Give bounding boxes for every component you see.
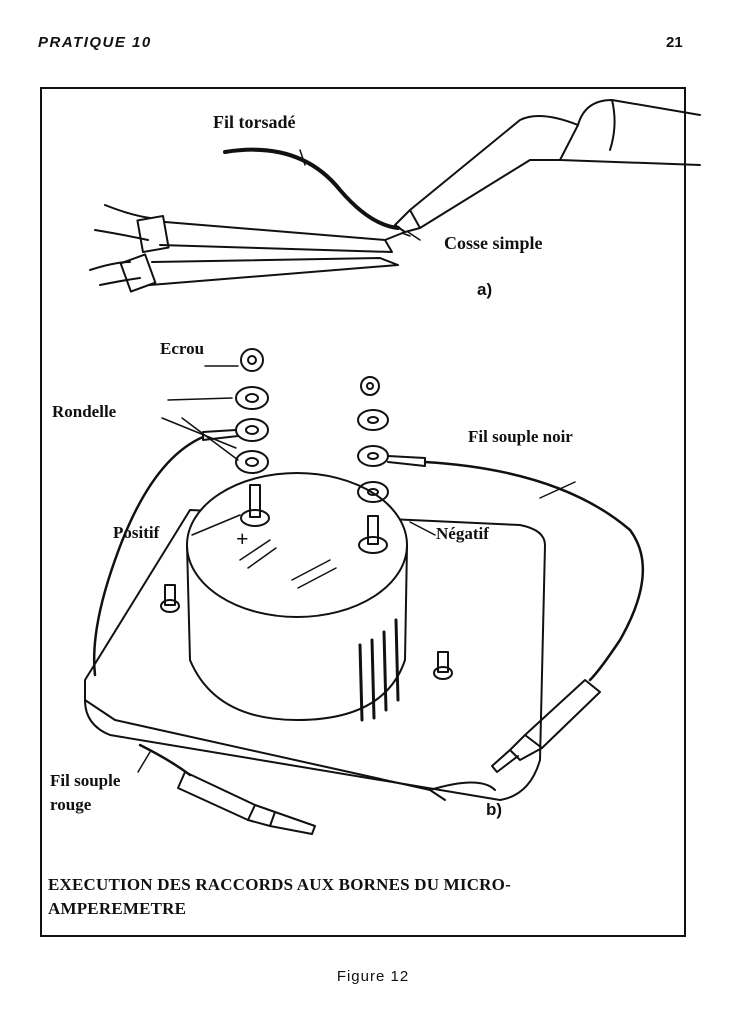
label-positive: Positif <box>113 523 160 542</box>
label-red-wire-line2: rouge <box>50 795 92 814</box>
left-hardware-stack <box>202 348 269 474</box>
page-number: 21 <box>666 34 683 51</box>
meter-body-drawing <box>186 472 408 722</box>
label-washer: Rondelle <box>52 402 117 421</box>
label-nut: Ecrou <box>160 339 205 358</box>
soldering-iron-drawing <box>394 99 701 233</box>
figure-caption: Figure 12 <box>336 968 410 985</box>
part-a-label: a) <box>477 280 493 299</box>
meter-base-drawing <box>84 509 546 801</box>
banana-plug-red <box>177 771 316 835</box>
banana-plug-black <box>491 679 601 773</box>
label-negative: Négatif <box>436 524 489 543</box>
twisted-wire-drawing <box>223 147 400 230</box>
leader-lines <box>137 365 576 773</box>
section-header: PRATIQUE 10 <box>38 34 152 51</box>
label-black-flexible-wire: Fil souple noir <box>468 427 573 446</box>
right-hardware-stack <box>357 376 426 503</box>
caption-line-1: EXECUTION DES RACCORDS AUX BORNES DU MIC… <box>48 875 511 894</box>
illustration-caption: EXECUTION DES RACCORDS AUX BORNES DU MIC… <box>48 873 678 921</box>
plus-sign: + <box>236 526 249 551</box>
pliers-drawing <box>89 204 406 293</box>
wires-drawing <box>92 435 645 777</box>
illustration-frame <box>40 87 686 937</box>
caption-line-2: AMPEREMETRE <box>48 899 187 918</box>
label-twisted-wire: Fil torsadé <box>213 112 296 132</box>
part-b-label: b) <box>486 800 503 819</box>
terminal-posts-drawing <box>160 484 453 680</box>
label-simple-lug: Cosse simple <box>444 233 543 253</box>
label-red-wire-line1: Fil souple <box>50 771 121 790</box>
